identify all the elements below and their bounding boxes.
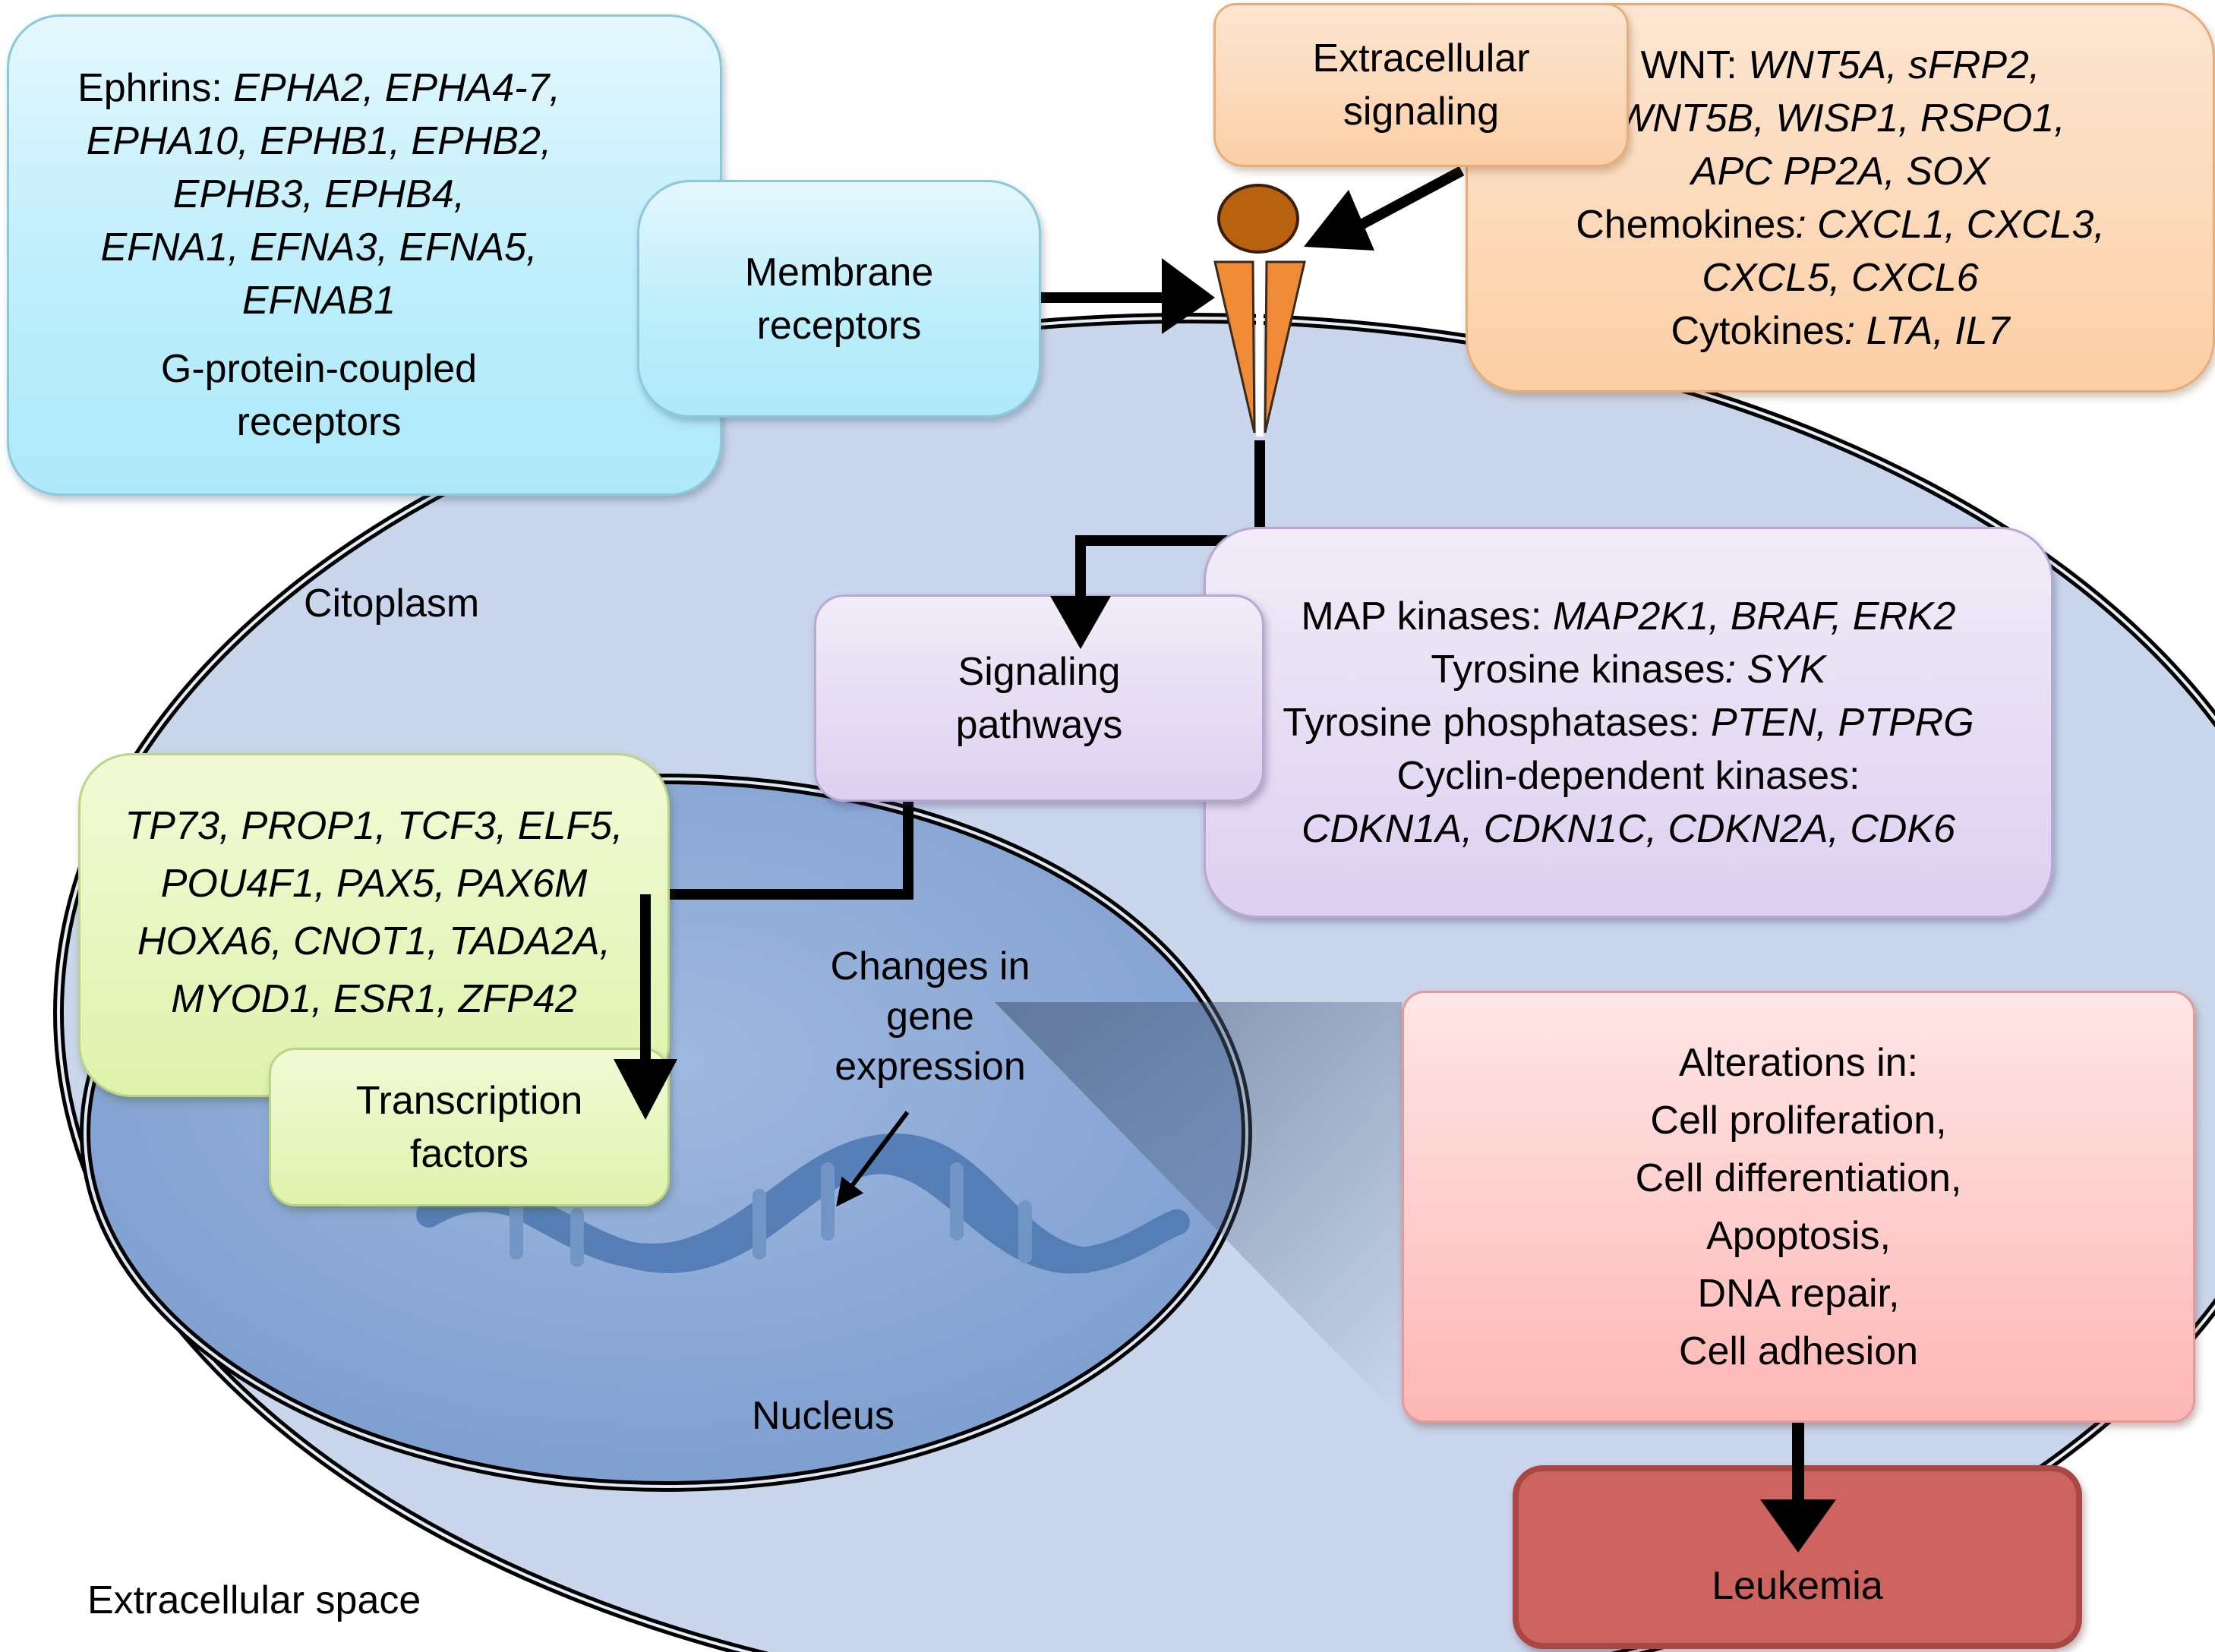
alteration-item: Apoptosis, <box>1706 1213 1891 1258</box>
gene-name: POU4F1, PAX5, PAX6M <box>160 862 588 906</box>
detail-line: receptors <box>77 396 560 449</box>
detail-line: CXCL5, CXCL6 <box>1576 251 2105 304</box>
category-label: Cyclin-dependent kinases: <box>1396 753 1860 798</box>
category-label: Tyrosine kinases <box>1431 647 1725 692</box>
signaling-pathways-title: Signaling <box>958 649 1121 694</box>
gene-name: WNT5A, sFRP2, <box>1748 43 2040 87</box>
alterations-heading: Alterations in: <box>1678 1040 1919 1085</box>
membrane-receptors-title: Membrane <box>744 250 934 295</box>
gene-name: CDKN1A, CDKN1C, CDKN2A, CDK6 <box>1301 806 1956 851</box>
gene-name: WNT5B, WISP1, RSPO1, <box>1615 96 2065 140</box>
alteration-item: Cell proliferation, <box>1650 1098 1947 1143</box>
detail-line: APC PP2A, SOX <box>1576 145 2105 198</box>
alteration-item: Cell differentiation, <box>1635 1155 1962 1200</box>
detail-line: EPHA10, EPHB1, EPHB2, <box>77 115 560 168</box>
gene-name: MYOD1, ESR1, ZFP42 <box>171 977 577 1021</box>
gene-name: APC PP2A, SOX <box>1690 149 1990 194</box>
membrane-to-receptor-arrow <box>1041 258 1215 334</box>
detail-line: EPHB3, EPHB4, <box>77 168 560 221</box>
transcription-factors-title: factors <box>409 1131 529 1176</box>
detail-line: POU4F1, PAX5, PAX6M <box>125 855 623 913</box>
extracellular-to-ligand-arrow <box>1304 166 1465 251</box>
detail-line: Cyclin-dependent kinases: <box>1283 749 1974 802</box>
transcription-factors-title: Transcription <box>355 1078 583 1123</box>
gene-name: : SYK <box>1724 647 1826 692</box>
gene-expression-line: Changes in <box>830 944 1030 988</box>
gene-name: TP73, PROP1, TCF3, ELF5, <box>125 804 623 848</box>
detail-line: WNT5B, WISP1, RSPO1, <box>1576 92 2105 145</box>
membrane-receptor-details-box: Ephrins: EPHA2, EPHA4-7,EPHA10, EPHB1, E… <box>7 14 722 496</box>
alteration-item: DNA repair, <box>1697 1271 1900 1316</box>
membrane-receptors-title: receptors <box>756 303 922 348</box>
detail-line: Tyrosine phosphatases: PTEN, PTPRG <box>1283 696 1974 749</box>
detail-line: Cytokines: LTA, IL7 <box>1576 304 2105 358</box>
extracellular-signaling-box: Extracellular signaling <box>1213 3 1629 167</box>
extracellular-signaling-details: WNT: WNT5A, sFRP2,WNT5B, WISP1, RSPO1,AP… <box>1576 39 2105 358</box>
transcription-factors-box: Transcription factors <box>269 1048 670 1206</box>
detail-line: WNT: WNT5A, sFRP2, <box>1576 39 2105 92</box>
gene-name: : LTA, IL7 <box>1844 308 2010 353</box>
gene-name: CXCL5, CXCL6 <box>1702 255 1979 300</box>
receptor-icon <box>1213 260 1306 437</box>
gene-name: HOXA6, CNOT1, TADA2A, <box>137 919 611 963</box>
gene-name: EPHA2, EPHA4-7, <box>233 66 560 110</box>
detail-line: G-protein-coupled <box>77 342 560 396</box>
detail-line: HOXA6, CNOT1, TADA2A, <box>125 913 623 970</box>
nucleus-label: Nucleus <box>752 1394 895 1438</box>
category-label: receptors <box>236 400 402 444</box>
gene-name: PTEN, PTPRG <box>1710 700 1974 745</box>
category-label: Tyrosine phosphatases: <box>1283 700 1711 745</box>
gene-name: : CXCL1, CXCL3, <box>1795 202 2105 247</box>
gene-name: EFNA1, EFNA3, EFNA5, <box>100 225 538 270</box>
transcription-factors-details: TP73, PROP1, TCF3, ELF5, POU4F1, PAX5, PA… <box>125 797 623 1028</box>
detail-line: CDKN1A, CDKN1C, CDKN2A, CDK6 <box>1283 802 1974 856</box>
cytoplasm-label: Citoplasm <box>304 582 480 626</box>
category-label: Chemokines <box>1576 202 1796 247</box>
detail-line: Chemokines: CXCL1, CXCL3, <box>1576 198 2105 251</box>
leukemia-box: Leukemia <box>1513 1465 2082 1649</box>
extracellular-signaling-title: Extracellular <box>1312 36 1530 80</box>
gene-expression-line: gene <box>886 995 974 1039</box>
gene-name: EPHB3, EPHB4, <box>172 172 465 216</box>
transcription-factors-details-box: TP73, PROP1, TCF3, ELF5, POU4F1, PAX5, PA… <box>78 753 670 1097</box>
alterations-box: Alterations in: Cell proliferation, Cell… <box>1402 991 2195 1423</box>
detail-line: MYOD1, ESR1, ZFP42 <box>125 970 623 1028</box>
detail-line: Tyrosine kinases: SYK <box>1283 643 1974 696</box>
category-label: Cytokines <box>1671 308 1844 353</box>
alteration-item: Cell adhesion <box>1678 1329 1919 1373</box>
signaling-pathways-box: Signaling pathways <box>814 594 1264 802</box>
gene-name: EPHA10, EPHB1, EPHB2, <box>86 119 552 163</box>
dna-icon <box>416 1133 1190 1274</box>
leukemia-label: Leukemia <box>1712 1564 1883 1608</box>
detail-line: TP73, PROP1, TCF3, ELF5, <box>125 797 623 855</box>
category-label: G-protein-coupled <box>160 347 478 391</box>
membrane-receptors-box: Membrane receptors <box>637 180 1041 418</box>
signaling-pathways-title: pathways <box>955 702 1123 747</box>
category-label: Ephrins: <box>77 66 234 110</box>
gene-expression-line: expression <box>835 1045 1026 1089</box>
detail-line: MAP kinases: MAP2K1, BRAF, ERK2 <box>1283 590 1974 643</box>
detail-line: EFNA1, EFNA3, EFNA5, <box>77 221 560 274</box>
gene-expression-label: Changes in gene expression <box>790 941 1071 1092</box>
detail-line: Ephrins: EPHA2, EPHA4-7, <box>77 61 560 115</box>
detail-line: EFNAB1 <box>77 274 560 327</box>
gene-expression-arrow <box>836 1111 910 1207</box>
ligand-icon <box>1217 184 1299 254</box>
membrane-receptor-details: Ephrins: EPHA2, EPHA4-7,EPHA10, EPHB1, E… <box>77 61 560 449</box>
gene-name: MAP2K1, BRAF, ERK2 <box>1552 594 1956 638</box>
extracellular-signaling-title: signaling <box>1343 90 1500 134</box>
category-label: MAP kinases: <box>1301 594 1553 638</box>
shadow-wedge <box>995 1002 1402 1420</box>
extracellular-space-label: Extracellular space <box>87 1578 421 1622</box>
category-label: WNT: <box>1640 43 1749 87</box>
gene-name: EFNAB1 <box>241 279 396 323</box>
